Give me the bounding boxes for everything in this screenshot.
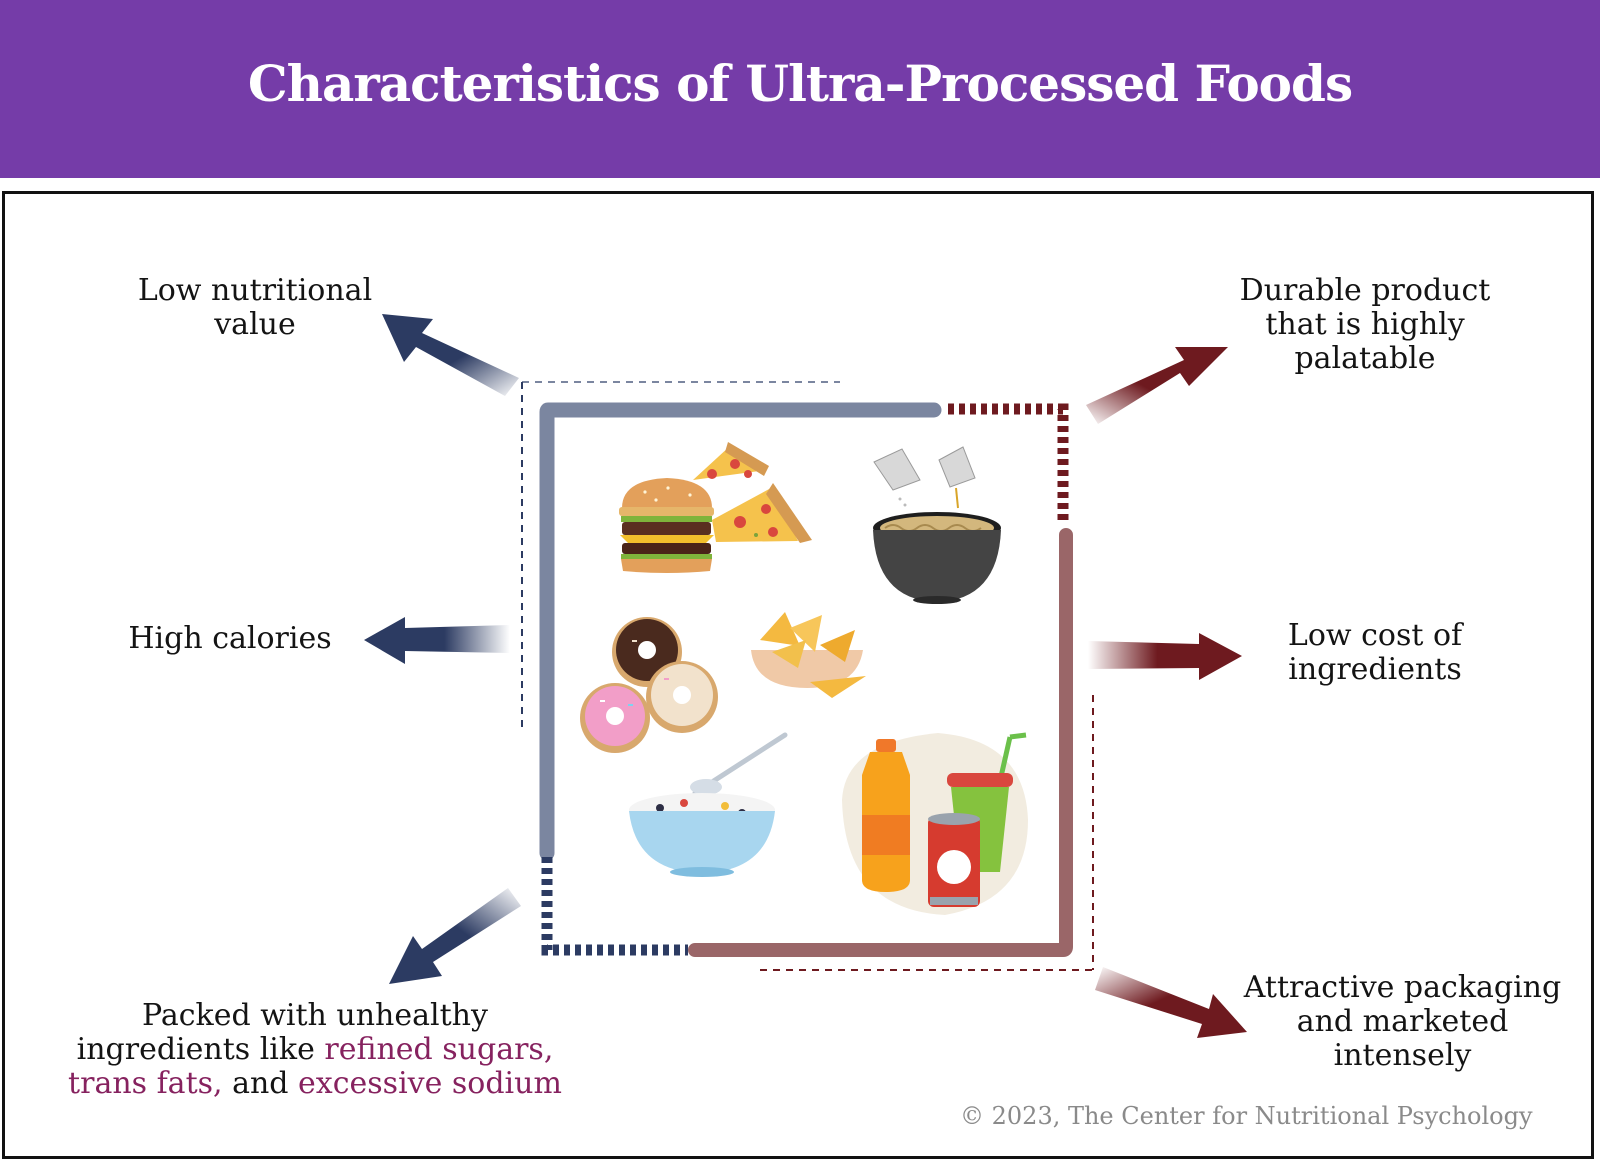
drinks-icon — [842, 732, 1028, 915]
label-low-nutritional-value: Low nutritional value — [120, 274, 390, 342]
label-line: intensely — [1333, 1038, 1472, 1073]
highlight-excessive-sodium: excessive sodium — [298, 1066, 562, 1101]
donuts-icon — [580, 617, 718, 753]
label-text: and — [222, 1066, 299, 1101]
label-line: ingredients like refined sugars, — [60, 1033, 570, 1067]
label-line: palatable — [1294, 341, 1436, 376]
label-line: and marketed — [1296, 1004, 1509, 1039]
label-line: Low cost of — [1287, 618, 1463, 653]
label-line: value — [214, 307, 296, 342]
cereal-bowl-icon — [629, 732, 788, 877]
label-line: trans fats, and excessive sodium — [60, 1067, 570, 1101]
center-dashed-lines — [521, 381, 1094, 971]
arrow-low-nutritional-value — [382, 314, 519, 396]
pizza-icon — [693, 442, 812, 543]
highlight-refined-sugars: refined sugars, — [324, 1032, 554, 1067]
arrow-low-cost — [1088, 633, 1242, 680]
instant-noodles-icon — [873, 446, 1001, 604]
center-brackets — [539, 402, 1073, 957]
tortilla-chips-icon — [751, 612, 866, 698]
label-line: that is highly — [1265, 307, 1465, 342]
label-line: High calories — [128, 621, 332, 656]
page-title: Characteristics of Ultra-Processed Foods — [247, 54, 1353, 113]
label-line: Packed with unhealthy — [142, 998, 488, 1033]
arrow-unhealthy-ingredients — [389, 888, 521, 984]
arrow-attractive-packaging — [1095, 967, 1247, 1038]
label-attractive-packaging: Attractive packaging and marketed intens… — [1230, 971, 1575, 1073]
label-low-cost: Low cost of ingredients — [1250, 619, 1500, 687]
label-line: ingredients — [1288, 652, 1462, 687]
label-line: Durable product — [1239, 273, 1491, 308]
label-line: Low nutritional — [137, 273, 373, 308]
label-text: ingredients like — [76, 1032, 325, 1067]
highlight-trans-fats: trans fats, — [68, 1066, 223, 1101]
burger-icon — [619, 478, 714, 573]
arrow-durable-palatable — [1086, 347, 1228, 424]
copyright-notice: © 2023, The Center for Nutritional Psych… — [960, 1102, 1533, 1130]
header-banner: Characteristics of Ultra-Processed Foods — [0, 0, 1600, 178]
label-line: Attractive packaging — [1243, 970, 1562, 1005]
label-unhealthy-ingredients: Packed with unhealthy ingredients like r… — [60, 999, 570, 1101]
content-frame — [2, 191, 1594, 1159]
label-high-calories: High calories — [110, 622, 350, 656]
label-durable-palatable: Durable product that is highly palatable — [1220, 274, 1510, 376]
arrow-high-calories — [364, 617, 510, 664]
